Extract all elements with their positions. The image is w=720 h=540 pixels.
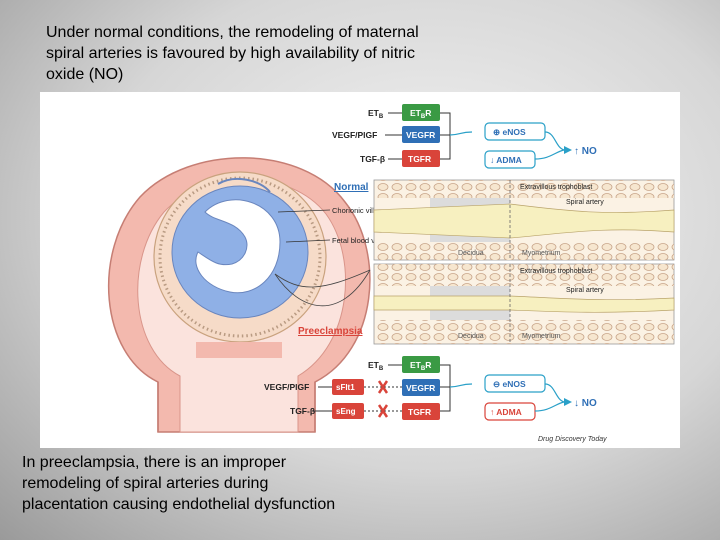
svg-text:sEng: sEng [336,407,356,416]
pe-label-myometrium: Myometrium [522,333,561,340]
normal-label-decidua: Decidua [458,250,484,257]
top-ligand-etb: ETB [368,108,384,120]
normal-label-spiral-artery: Spiral artery [566,199,604,206]
block-x-icon [377,380,389,394]
top-pathway: ETB VEGF/PlGF TGF-β ETBR VEGFR TGFR ⊕ eN… [332,104,597,169]
bottom-receptor-vegfr [402,379,440,396]
caption-bottom: In preeclampsia, there is an improper re… [22,454,336,513]
top-ligand-vegf: VEGF/PlGF [332,130,377,140]
top-no-result: ↑ NO [574,146,597,157]
top-ligand-tgf: TGF-β [360,154,385,164]
bottom-ligand-tgf: TGF-β [290,406,315,416]
top-receptor-tgfr [402,150,440,167]
caption-top: Under normal conditions, the remodeling … [46,24,419,83]
pe-label-decidua: Decidua [458,333,484,340]
normal-label-evt: Extravillous trophoblast [520,184,592,191]
bottom-receptor-etbr [402,356,440,373]
label-preeclampsia: Preeclampsia [298,326,363,337]
svg-text:↑ ADMA: ↑ ADMA [490,407,522,417]
svg-text:sFlt1: sFlt1 [336,383,355,392]
pe-label-spiral-artery: Spiral artery [566,287,604,294]
svg-text:↓ ADMA: ↓ ADMA [490,155,522,165]
top-receptor-vegfr [402,126,440,143]
figure-diagram: Chorionic villi Fetal blood vessel ETB V… [107,104,675,443]
label-chorionic-villi: Chorionic villi [332,206,377,215]
bottom-inhibitor-seng [332,403,364,419]
pe-label-evt: Extravillous trophoblast [520,268,592,275]
label-fetal-blood-vessel: Fetal blood vessel [332,236,393,245]
figure-credit: Drug Discovery Today [538,436,607,443]
svg-text:⊖ eNOS: ⊖ eNOS [493,379,526,389]
top-receptor-etbr [402,104,440,121]
normal-tissue-panel [373,179,675,261]
label-normal: Normal [334,182,369,193]
svg-text:ETBR: ETBR [410,108,431,120]
bottom-receptor-tgfr [402,403,440,420]
uterus-illustration [107,157,371,433]
svg-text:TGFR: TGFR [408,154,431,164]
svg-text:⊕ eNOS: ⊕ eNOS [493,127,526,137]
bottom-ligand-vegf: VEGF/PlGF [264,382,309,392]
preeclampsia-tissue-panel [373,263,675,345]
bottom-inhibitor-sflt1 [332,379,364,395]
bottom-no-result: ↓ NO [574,398,597,409]
bottom-pathway: ETB VEGF/PlGF TGF-β sFlt1 sEng ETBR VEGF… [264,356,597,421]
svg-text:VEGFR: VEGFR [406,383,435,393]
svg-text:TGFR: TGFR [408,407,431,417]
block-x-icon [377,404,389,418]
svg-text:ETBR: ETBR [410,360,431,372]
svg-text:VEGFR: VEGFR [406,130,435,140]
normal-label-myometrium: Myometrium [522,250,561,257]
figure-panel: Chorionic villi Fetal blood vessel ETB V… [40,92,680,448]
bottom-ligand-etb: ETB [368,360,384,372]
